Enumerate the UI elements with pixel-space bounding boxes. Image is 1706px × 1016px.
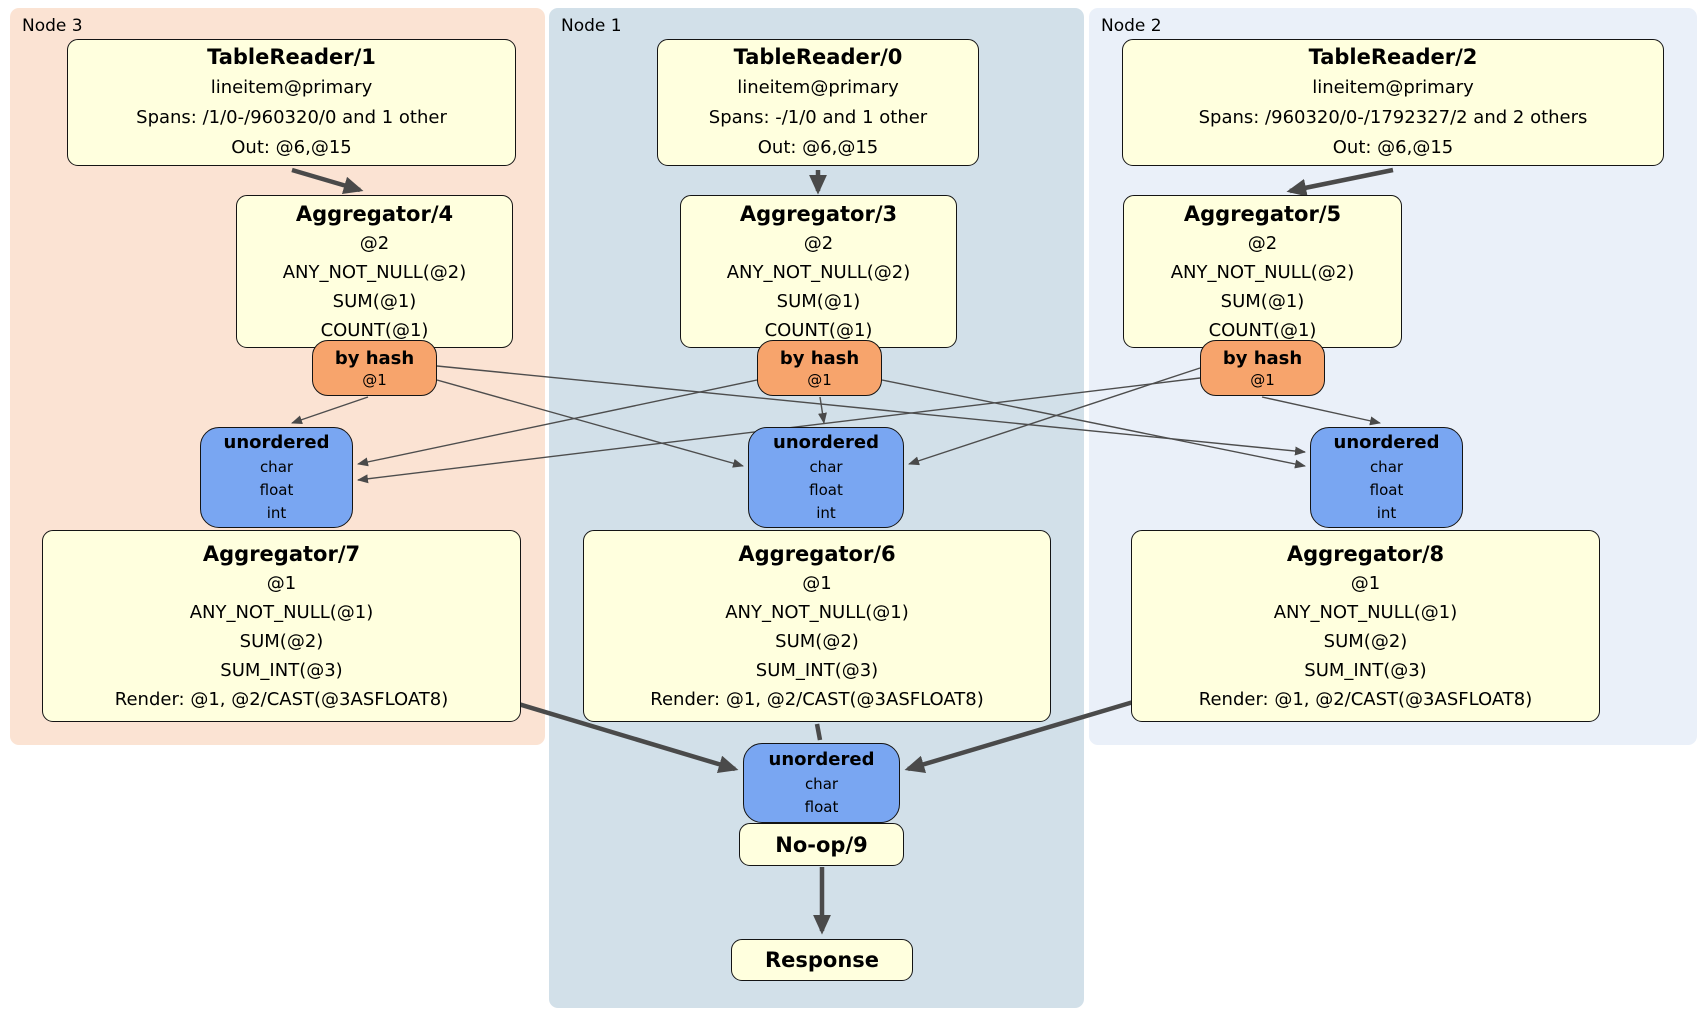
hash-router-5-key: @1 bbox=[1250, 371, 1275, 389]
unordered-sync-final-title: unordered bbox=[768, 749, 875, 770]
aggregator-6-render: Render: @1, @2/CAST(@3ASFLOAT8) bbox=[650, 688, 984, 710]
tablereader-2-box: TableReader/2 lineitem@primary Spans: /9… bbox=[1122, 39, 1664, 166]
aggregator-6-title: Aggregator/6 bbox=[738, 541, 896, 566]
aggregator-8-fn1: ANY_NOT_NULL(@1) bbox=[1273, 601, 1458, 623]
aggregator-8-render: Render: @1, @2/CAST(@3ASFLOAT8) bbox=[1198, 688, 1533, 710]
unordered-sync-6: unordered char float int bbox=[748, 427, 904, 528]
unordered-sync-6-col3: int bbox=[816, 504, 836, 522]
unordered-sync-8-col3: int bbox=[1376, 504, 1397, 522]
hash-router-5-title: by hash bbox=[1222, 348, 1303, 369]
noop-9-box: No-op/9 bbox=[739, 823, 904, 866]
hash-router-4-title: by hash bbox=[334, 348, 415, 369]
aggregator-7-fn2: SUM(@2) bbox=[239, 630, 324, 652]
tablereader-1-title: TableReader/1 bbox=[207, 45, 376, 69]
aggregator-7-render: Render: @1, @2/CAST(@3ASFLOAT8) bbox=[114, 688, 449, 710]
aggregator-8-fn3: SUM_INT(@3) bbox=[1304, 659, 1427, 681]
aggregator-4-fn2: SUM(@1) bbox=[332, 290, 417, 312]
tablereader-1-out: Out: @6,@15 bbox=[231, 137, 352, 158]
unordered-sync-6-col1: char bbox=[809, 458, 843, 476]
aggregator-5-box: Aggregator/5 @2 ANY_NOT_NULL(@2) SUM(@1)… bbox=[1123, 195, 1402, 348]
aggregator-6-fn2: SUM(@2) bbox=[775, 630, 859, 652]
aggregator-3-fn1: ANY_NOT_NULL(@2) bbox=[726, 261, 911, 283]
aggregator-4-title: Aggregator/4 bbox=[295, 201, 454, 226]
tablereader-2-index: lineitem@primary bbox=[1312, 77, 1474, 98]
aggregator-8-title: Aggregator/8 bbox=[1286, 541, 1445, 566]
response-box: Response bbox=[731, 939, 913, 981]
noop-9-title: No-op/9 bbox=[775, 832, 868, 857]
aggregator-8-group: @1 bbox=[1350, 572, 1381, 594]
hash-router-5: by hash @1 bbox=[1200, 340, 1325, 396]
tablereader-2-out: Out: @6,@15 bbox=[1332, 137, 1454, 158]
aggregator-7-box: Aggregator/7 @1 ANY_NOT_NULL(@1) SUM(@2)… bbox=[42, 530, 521, 722]
tablereader-2-spans: Spans: /960320/0-/1792327/2 and 2 others bbox=[1198, 107, 1588, 128]
unordered-sync-final-col2: float bbox=[804, 798, 839, 816]
aggregator-3-box: Aggregator/3 @2 ANY_NOT_NULL(@2) SUM(@1)… bbox=[680, 195, 957, 348]
aggregator-5-fn1: ANY_NOT_NULL(@2) bbox=[1170, 261, 1355, 283]
aggregator-4-box: Aggregator/4 @2 ANY_NOT_NULL(@2) SUM(@1)… bbox=[236, 195, 513, 348]
aggregator-3-fn2: SUM(@1) bbox=[776, 290, 861, 312]
tablereader-1-index: lineitem@primary bbox=[210, 77, 373, 98]
unordered-sync-8-title: unordered bbox=[1333, 432, 1440, 453]
aggregator-8-box: Aggregator/8 @1 ANY_NOT_NULL(@1) SUM(@2)… bbox=[1131, 530, 1600, 722]
response-title: Response bbox=[764, 948, 880, 972]
unordered-sync-7: unordered char float int bbox=[200, 427, 353, 528]
unordered-sync-final-col1: char bbox=[804, 775, 839, 793]
unordered-sync-8-col2: float bbox=[1369, 481, 1404, 499]
aggregator-7-title: Aggregator/7 bbox=[202, 541, 361, 566]
hash-router-3-title: by hash bbox=[779, 348, 860, 369]
tablereader-1-spans: Spans: /1/0-/960320/0 and 1 other bbox=[136, 107, 447, 128]
tablereader-0-index: lineitem@primary bbox=[737, 77, 899, 98]
tablereader-1-box: TableReader/1 lineitem@primary Spans: /1… bbox=[67, 39, 516, 166]
tablereader-0-title: TableReader/0 bbox=[733, 45, 903, 69]
unordered-sync-7-col1: char bbox=[259, 458, 294, 476]
unordered-sync-final: unordered char float bbox=[743, 743, 900, 823]
hash-router-4: by hash @1 bbox=[312, 340, 437, 396]
aggregator-7-fn3: SUM_INT(@3) bbox=[220, 659, 343, 681]
aggregator-6-group: @1 bbox=[802, 572, 832, 594]
aggregator-8-fn2: SUM(@2) bbox=[1323, 630, 1408, 652]
aggregator-5-group: @2 bbox=[1247, 232, 1278, 254]
aggregator-4-fn1: ANY_NOT_NULL(@2) bbox=[282, 261, 467, 283]
aggregator-5-title: Aggregator/5 bbox=[1183, 201, 1342, 226]
aggregator-3-fn3: COUNT(@1) bbox=[764, 319, 873, 341]
unordered-sync-6-title: unordered bbox=[773, 432, 879, 453]
hash-router-3: by hash @1 bbox=[757, 340, 882, 396]
hash-router-4-key: @1 bbox=[362, 371, 387, 389]
tablereader-2-title: TableReader/2 bbox=[1308, 45, 1478, 69]
unordered-sync-7-col3: int bbox=[266, 504, 287, 522]
unordered-sync-8: unordered char float int bbox=[1310, 427, 1463, 528]
aggregator-4-group: @2 bbox=[359, 232, 390, 254]
aggregator-6-fn3: SUM_INT(@3) bbox=[755, 659, 879, 681]
aggregator-4-fn3: COUNT(@1) bbox=[320, 319, 429, 341]
node3-region-label: Node 3 bbox=[22, 16, 83, 36]
tablereader-0-out: Out: @6,@15 bbox=[757, 137, 879, 158]
aggregator-6-fn1: ANY_NOT_NULL(@1) bbox=[725, 601, 909, 623]
unordered-sync-7-col2: float bbox=[259, 481, 294, 499]
aggregator-3-group: @2 bbox=[803, 232, 834, 254]
tablereader-0-spans: Spans: -/1/0 and 1 other bbox=[708, 107, 928, 128]
aggregator-7-fn1: ANY_NOT_NULL(@1) bbox=[189, 601, 374, 623]
unordered-sync-6-col2: float bbox=[809, 481, 843, 499]
unordered-sync-7-title: unordered bbox=[223, 432, 330, 453]
aggregator-7-group: @1 bbox=[266, 572, 297, 594]
tablereader-0-box: TableReader/0 lineitem@primary Spans: -/… bbox=[657, 39, 979, 166]
hash-router-3-key: @1 bbox=[807, 371, 832, 389]
node1-region-label: Node 1 bbox=[561, 16, 622, 36]
aggregator-6-box: Aggregator/6 @1 ANY_NOT_NULL(@1) SUM(@2)… bbox=[583, 530, 1051, 722]
aggregator-3-title: Aggregator/3 bbox=[739, 201, 898, 226]
aggregator-5-fn3: COUNT(@1) bbox=[1208, 319, 1317, 341]
node2-region-label: Node 2 bbox=[1101, 16, 1162, 36]
aggregator-5-fn2: SUM(@1) bbox=[1220, 290, 1305, 312]
unordered-sync-8-col1: char bbox=[1369, 458, 1404, 476]
